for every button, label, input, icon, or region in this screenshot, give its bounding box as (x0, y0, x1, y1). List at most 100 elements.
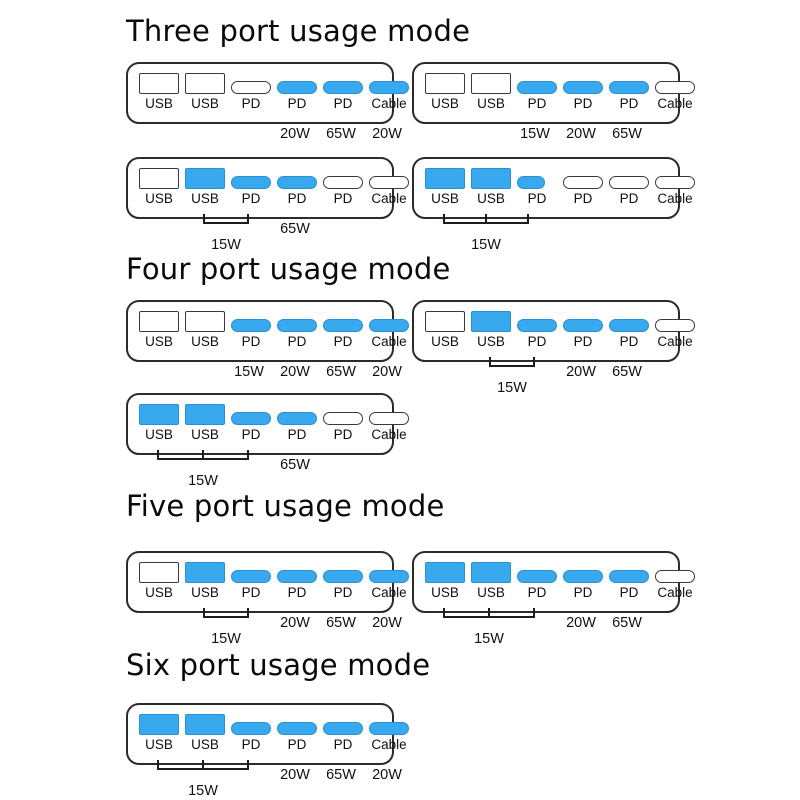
port-cable-5-active[interactable] (369, 319, 409, 332)
bracket-tick-r (246, 214, 249, 223)
port-pd-2-inactive[interactable] (231, 81, 271, 94)
port-pd-4-inactive[interactable] (609, 176, 649, 189)
port-label-3: PD (287, 585, 307, 600)
port-usb-1-active[interactable] (471, 168, 511, 189)
bracket-tick-l (157, 450, 160, 459)
port-watt-label-2: 15W (520, 126, 550, 142)
port-pd-2-active[interactable] (231, 176, 271, 189)
port-pd-3-active[interactable] (277, 722, 317, 735)
bracket-bar (157, 768, 249, 771)
port-usb-0-active[interactable] (139, 714, 179, 735)
port-usb-0-inactive[interactable] (425, 73, 465, 94)
port-pd-3-active[interactable] (563, 319, 603, 332)
port-usb-0-inactive[interactable] (139, 73, 179, 94)
port-usb-0-inactive[interactable] (139, 311, 179, 332)
port-cable-5-inactive[interactable] (655, 570, 695, 583)
port-watt-label-5: 20W (372, 767, 402, 783)
port-label-0: USB (431, 96, 459, 111)
port-label-4: PD (619, 334, 639, 349)
port-usb-0-active[interactable] (425, 562, 465, 583)
port-label-0: USB (145, 427, 173, 442)
port-pd-4-active[interactable] (323, 722, 363, 735)
port-watt-label-3: 65W (280, 457, 310, 473)
port-label-4: PD (619, 191, 639, 206)
port-usb-1-inactive[interactable] (471, 73, 511, 94)
port-usb-0-inactive[interactable] (425, 311, 465, 332)
port-usb-0-inactive[interactable] (139, 562, 179, 583)
port-label-2: PD (527, 191, 547, 206)
port-pd-4-inactive[interactable] (323, 176, 363, 189)
port-label-2: PD (241, 585, 261, 600)
port-usb-0-active[interactable] (139, 404, 179, 425)
port-pd-2-active[interactable] (517, 176, 545, 189)
port-pd-3-active[interactable] (277, 81, 317, 94)
port-cable-5-inactive[interactable] (369, 176, 409, 189)
port-label-4: PD (333, 191, 353, 206)
port-cable-5-active[interactable] (369, 722, 409, 735)
port-usb-1-active[interactable] (185, 562, 225, 583)
port-pd-4-active[interactable] (609, 319, 649, 332)
port-watt-label-5: 20W (372, 364, 402, 380)
port-label-5: Cable (371, 427, 407, 442)
port-cable-5-inactive[interactable] (655, 176, 695, 189)
port-pd-2-active[interactable] (517, 570, 557, 583)
port-pd-2-active[interactable] (231, 319, 271, 332)
port-usb-1-active[interactable] (471, 562, 511, 583)
port-pd-3-active[interactable] (563, 81, 603, 94)
port-usb-0-inactive[interactable] (139, 168, 179, 189)
port-cable-5-active[interactable] (369, 570, 409, 583)
port-usb-0-active[interactable] (425, 168, 465, 189)
port-pd-4-active[interactable] (609, 81, 649, 94)
port-cable-5-inactive[interactable] (369, 412, 409, 425)
bracket-tick-l (203, 608, 206, 617)
port-label-1: USB (477, 334, 505, 349)
port-label-3: PD (287, 334, 307, 349)
port-pd-4-active[interactable] (323, 570, 363, 583)
port-watt-label-4: 65W (612, 615, 642, 631)
port-pd-3-active[interactable] (277, 319, 317, 332)
port-label-1: USB (191, 737, 219, 752)
port-usb-1-active[interactable] (185, 714, 225, 735)
port-label-4: PD (333, 737, 353, 752)
port-watt-label-4: 65W (612, 364, 642, 380)
port-cable-5-active[interactable] (369, 81, 409, 94)
port-usb-1-active[interactable] (185, 404, 225, 425)
port-pd-4-active[interactable] (609, 570, 649, 583)
bracket-watt-label: 15W (211, 631, 241, 647)
power-bracket-four-c-0 (157, 450, 249, 468)
port-pd-3-active[interactable] (277, 412, 317, 425)
port-label-2: PD (527, 334, 547, 349)
port-pd-4-inactive[interactable] (323, 412, 363, 425)
port-cable-5-inactive[interactable] (655, 81, 695, 94)
port-pd-2-active[interactable] (517, 319, 557, 332)
bracket-tick-l (443, 214, 446, 223)
port-label-3: PD (287, 737, 307, 752)
port-pd-4-active[interactable] (323, 81, 363, 94)
port-label-4: PD (333, 96, 353, 111)
port-usb-1-active[interactable] (471, 311, 511, 332)
port-pd-3-active[interactable] (277, 570, 317, 583)
port-usb-1-inactive[interactable] (185, 311, 225, 332)
port-pd-2-active[interactable] (231, 570, 271, 583)
port-usb-1-active[interactable] (185, 168, 225, 189)
port-pd-2-active[interactable] (231, 722, 271, 735)
port-watt-label-3: 20W (280, 767, 310, 783)
port-pd-3-inactive[interactable] (563, 176, 603, 189)
section-title-three-port: Three port usage mode (126, 14, 471, 48)
port-pd-3-active[interactable] (277, 176, 317, 189)
port-pd-2-active[interactable] (231, 412, 271, 425)
port-usb-1-inactive[interactable] (185, 73, 225, 94)
port-pd-2-active[interactable] (517, 81, 557, 94)
port-cable-5-inactive[interactable] (655, 319, 695, 332)
port-pd-3-active[interactable] (563, 570, 603, 583)
port-label-1: USB (191, 585, 219, 600)
port-pd-4-active[interactable] (323, 319, 363, 332)
